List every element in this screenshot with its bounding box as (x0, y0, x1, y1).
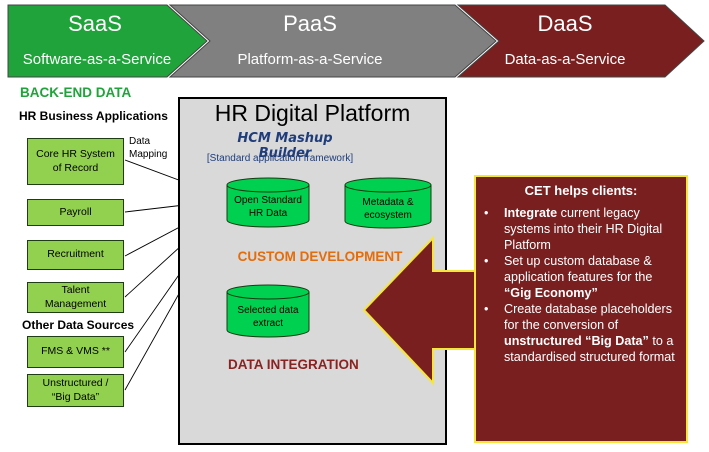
core-hr-box: Core HR System of Record (27, 138, 124, 185)
back-end-data-heading: BACK-END DATA (20, 85, 132, 100)
data-mapping-label: Data Mapping (129, 136, 168, 160)
saas-title: SaaS (68, 11, 122, 36)
custom-development-label: CUSTOM DEVELOPMENT (237, 249, 403, 264)
cet-help-box (474, 175, 688, 443)
fms-vms-box: FMS & VMS ** (27, 336, 124, 368)
saas-subtitle: Software-as-a-Service (22, 51, 172, 68)
paas-chevron (168, 4, 497, 78)
paas-title: PaaS (283, 11, 337, 36)
framework-label: [Standard application framework] (206, 153, 354, 164)
daas-title: DaaS (537, 11, 593, 36)
platform-title: HR Digital Platform (214, 100, 411, 126)
hr-apps-heading: HR Business Applications (19, 109, 168, 123)
cet-bullet-bigdata: •Create database placeholders for the co… (484, 302, 675, 364)
paas-subtitle: Platform-as-a-Service (237, 51, 383, 68)
cet-bullet-integrate: •Integrate current legacy systems into t… (484, 206, 663, 252)
metadata-label: Metadata & ecosystem (362, 197, 414, 221)
cet-bullet-gig: •Set up custom database & application fe… (484, 254, 653, 300)
daas-chevron (456, 4, 705, 78)
talent-management-box: Talent Management (27, 282, 124, 313)
saas-chevron (7, 4, 208, 78)
cet-title: CET helps clients: (524, 183, 638, 198)
other-sources-heading: Other Data Sources (22, 318, 135, 332)
hcm-mashup-builder-logo: HCM Mashup Builder (237, 131, 333, 161)
cet-bullet-list: •Integrate current legacy systems into t… (482, 205, 682, 365)
daas-subtitle: Data-as-a-Service (504, 51, 626, 68)
extract-label: Selected data extract (237, 305, 299, 329)
service-chevron-banner (7, 4, 705, 78)
data-integration-label: DATA INTEGRATION (228, 357, 359, 372)
open-data-label: Open Standard HR Data (234, 195, 302, 219)
unstructured-box: Unstructured / “Big Data” (27, 374, 124, 407)
payroll-box: Payroll (27, 199, 124, 226)
recruitment-box: Recruitment (27, 240, 124, 270)
